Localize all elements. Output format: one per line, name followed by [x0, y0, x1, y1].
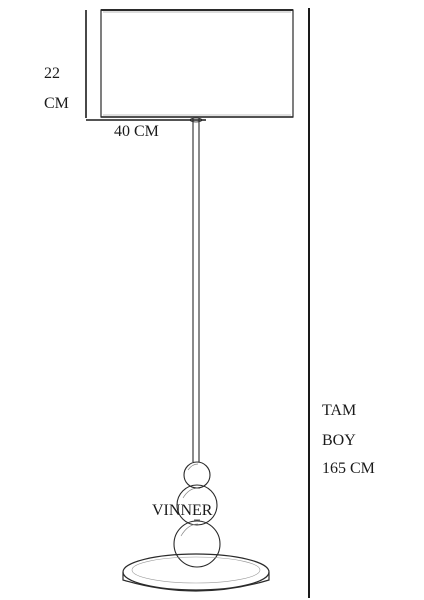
shade-width-label: 40 CM: [114, 123, 159, 140]
total-height-label-line2: BOY: [322, 432, 356, 449]
lamp-base: [122, 553, 270, 592]
total-height-value: 165 CM: [322, 460, 375, 477]
total-height-label-line1: TAM: [322, 402, 357, 419]
brand-label: VINNER: [152, 502, 213, 519]
lamp-shade: [100, 9, 294, 118]
shade-height-value: 22: [44, 65, 60, 82]
glass-balls: [173, 461, 221, 568]
lamp-rod: [189, 117, 203, 462]
shade-height-unit: CM: [44, 95, 69, 112]
